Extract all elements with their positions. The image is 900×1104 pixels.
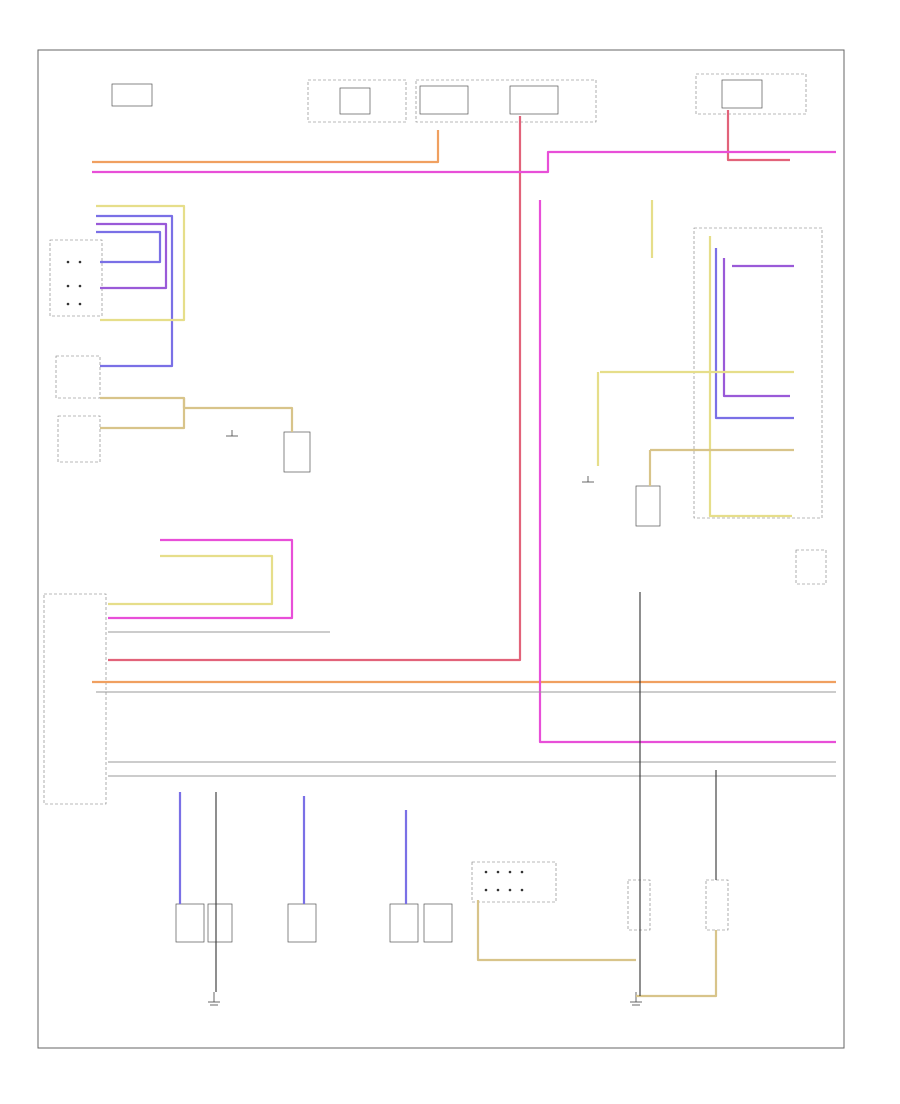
right-lamp-switch [795,549,827,585]
wire-pink-4 [92,150,836,174]
left-module-outline [43,593,107,805]
wire-pink-5 [538,200,836,744]
wire-tan-28 [476,900,506,962]
left-courtesy-lamp [283,431,311,473]
right-courtesy-lamp [635,485,661,527]
wire-pink-6 [108,538,294,620]
switch-top-left [111,83,153,107]
wire-tan-23 [100,398,186,430]
wire-orange-2 [92,130,440,164]
bottom-relay-block [471,861,557,903]
wire-group [92,110,836,998]
wire-yellow-20 [708,236,792,518]
wire-yellow-17 [108,554,274,606]
ground-symbol-left [208,992,220,1006]
wire-blue-7 [96,214,174,368]
left-door-switch [55,355,101,399]
ground-symbol-mid-right [582,476,594,483]
wire-blue-8 [96,230,162,264]
bottom-switch-right-1 [627,879,651,931]
wire-yellow-16 [96,204,186,322]
wire-red-0 [108,116,522,662]
diagram-frame [37,49,845,1049]
bottom-module-2 [207,903,233,943]
ground-symbol-mid-left [226,430,238,437]
left-lamp-switch [57,415,101,463]
left-switch-module [49,239,103,317]
bottom-module-1 [175,903,205,943]
bottom-module-4 [389,903,419,943]
bottom-module-3 [287,903,317,943]
bottom-switch-right-2 [705,879,729,931]
wire-red-1 [726,110,790,162]
fuse-box-center [415,79,597,123]
wire-tan-27 [636,930,718,998]
wire-purple-13 [96,222,168,290]
fuse-box-right [695,73,807,115]
fuse-box-left [307,79,407,123]
wire-blue-9 [714,248,794,420]
wire-purple-14 [722,258,790,398]
bottom-module-5 [423,903,453,943]
